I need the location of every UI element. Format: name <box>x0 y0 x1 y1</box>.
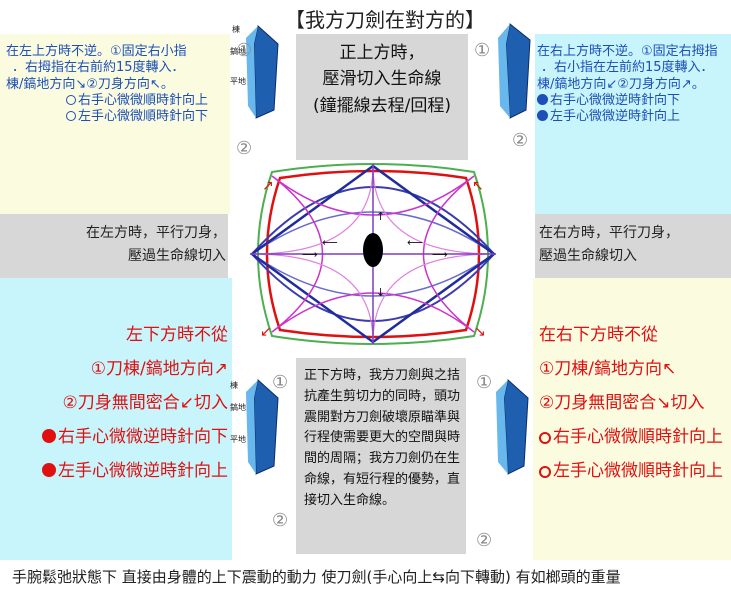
top-left-text: 在左上方時不逆。①固定右小指 ．右拇指在右前約15度轉入． 棟/鎬地方向↘②刀身… <box>6 44 228 125</box>
bottom-left-panel <box>0 278 232 560</box>
mid-left-text: 在左方時，平行刀身， 壓過生命線切入 <box>40 222 226 268</box>
filled-circle-icon <box>42 429 56 443</box>
arrow-right-inner: ⟵ <box>407 236 423 249</box>
top-right-line-3: 棟/鎬地方向↙②刀身方向↗。 <box>537 76 705 92</box>
filled-circle-icon <box>537 93 548 105</box>
bottom-left-line-1: ①刀棟/鎬地方向↗ <box>90 359 228 379</box>
bottom-left-heading: 左下方時不從 <box>126 325 228 345</box>
bottom-right-text: 在右下方時不從 ①刀棟/鎬地方向↖ ②刀身無間密合↘切入 右手心微微順時針向上 … <box>539 318 731 488</box>
arrow-left-mid: ⟶ <box>302 248 318 261</box>
top-right-text: 在右上方時不逆。①固定右拇指 ．右小指在左前約15度轉入． 棟/鎬地方向↙②刀身… <box>537 44 729 125</box>
blade-label-shinogiji: 鎬地 <box>230 46 246 56</box>
bottom-left-right-hand: 右手心微微逆時針向下 <box>58 427 228 447</box>
mid-left-line-2: 壓過生命線切入 <box>128 248 226 264</box>
top-left-line-1: 在左上方時不逆。①固定右小指 <box>6 44 187 59</box>
top-right-line-1: 在右上方時不逆。①固定右拇指 <box>537 44 718 59</box>
blade-label-shinogiji: 鎬地 <box>230 402 246 412</box>
cutting-path-diagram: ⟵ ⟵ ⟶ ⟶ ↑ ↓ ↗ ↖ ↙ ↘ <box>249 163 497 345</box>
step-2-top-right: ② <box>512 130 529 151</box>
blade-label-hiraji: 平地 <box>230 434 246 444</box>
magenta-cusp-inner <box>251 165 495 343</box>
arrow-right-mid: ⟶ <box>432 248 448 261</box>
top-right-right-hand: 右手心微微逆時針向下 <box>550 92 681 108</box>
mid-left-line-1: 在左方時，平行刀身， <box>86 225 226 241</box>
top-left-left-hand: 左手心微微順時針向下 <box>78 109 209 124</box>
bottom-right-left-hand: 左手心微微順時針向上 <box>553 461 723 481</box>
bottom-right-line-1: ①刀棟/鎬地方向↖ <box>539 359 677 379</box>
filled-circle-icon <box>537 110 548 121</box>
center-top-line-1: 正上方時， <box>339 43 425 63</box>
bottom-right-line-2: ②刀身無間密合↘切入 <box>539 393 705 413</box>
blade-label-mune: 棟 <box>230 380 238 390</box>
arrow-down-mid: ↓ <box>376 286 385 299</box>
blade-icon-top-right <box>498 23 531 119</box>
mid-left-panel <box>0 214 228 278</box>
mid-right-panel <box>535 214 731 278</box>
bottom-left-line-2: ②刀身無間密合↙切入 <box>62 393 228 413</box>
corner-arrow-tr: ↖ <box>472 178 484 194</box>
center-top-line-2: 壓滑切入生命線 <box>322 69 442 90</box>
center-target <box>363 233 383 267</box>
step-1-bottom-left: ① <box>272 372 289 393</box>
step-1-top-left: ① <box>236 40 253 61</box>
diagram-title: 【我方刀劍在對方的】 <box>285 8 485 32</box>
mid-right-line-2: 壓過生命線切入 <box>539 248 637 264</box>
step-2-bottom-left: ② <box>272 510 289 531</box>
outer-red-outline <box>265 169 481 339</box>
open-circle-icon <box>66 111 76 121</box>
blade-icon-top-left: 棟 鎬地 平地 <box>230 24 279 119</box>
blade-icon-bottom-left: 棟 鎬地 平地 <box>230 379 279 475</box>
open-circle-icon <box>539 432 551 444</box>
footer-caption: 手腕鬆弛狀態下 直接由身體的上下震動的動力 使刀劍(手心向上⇆向下轉動) 有如榔… <box>12 568 621 586</box>
center-bottom-box: 正下方時，我方刀劍與之拮抗產生剪切力的同時，頭功震開對方刀劍破壞原瞄準與行程使需… <box>296 358 466 554</box>
top-left-right-hand: 右手心微微順時針向上 <box>78 92 209 108</box>
mid-right-text: 在右方時，平行刀身， 壓過生命線切入 <box>539 222 729 268</box>
arrow-left-inner: ⟵ <box>322 236 338 249</box>
center-top-line-3: (鐘擺線去程/回程) <box>313 95 451 116</box>
top-left-line-2: ．右拇指在右前約15度轉入． <box>12 60 185 76</box>
center-top-box: 正上方時， 壓滑切入生命線 (鐘擺線去程/回程) <box>296 34 468 160</box>
step-2-bottom-right: ② <box>476 530 493 551</box>
filled-circle-icon <box>42 463 56 477</box>
top-left-panel <box>0 34 230 214</box>
corner-arrow-tl: ↗ <box>262 178 274 194</box>
step-1-top-right: ① <box>474 40 491 61</box>
mid-right-line-1: 在右方時，平行刀身， <box>539 225 679 241</box>
step-2-top-left: ② <box>236 138 253 159</box>
bottom-right-right-hand: 右手心微微順時針向上 <box>553 427 723 447</box>
arrow-up-mid: ↑ <box>376 210 385 223</box>
blade-label-mune: 棟 <box>232 24 240 34</box>
corner-arrow-br: ↘ <box>474 324 486 340</box>
bottom-left-left-hand: 左手心微微逆時針向上 <box>58 461 228 481</box>
bottom-right-heading: 在右下方時不從 <box>539 325 658 345</box>
open-circle-icon <box>66 94 76 105</box>
top-right-line-2: ．右小指在左前約15度轉入． <box>541 60 714 76</box>
outer-green-outline <box>257 163 489 345</box>
blade-icon-bottom-right <box>496 379 529 475</box>
open-circle-icon <box>539 466 551 478</box>
bottom-right-panel <box>533 278 731 560</box>
bottom-left-text: 左下方時不從 ①刀棟/鎬地方向↗ ②刀身無間密合↙切入 右手心微微逆時針向下 左… <box>10 318 228 488</box>
top-right-left-hand: 左手心微微逆時針向上 <box>550 109 681 124</box>
blade-label-hiraji: 平地 <box>230 76 246 86</box>
top-left-line-3: 棟/鎬地方向↘②刀身方向↖。 <box>6 76 174 92</box>
corner-arrow-bl: ↙ <box>260 324 272 340</box>
step-1-bottom-right: ① <box>476 372 493 393</box>
top-right-panel <box>535 34 731 214</box>
